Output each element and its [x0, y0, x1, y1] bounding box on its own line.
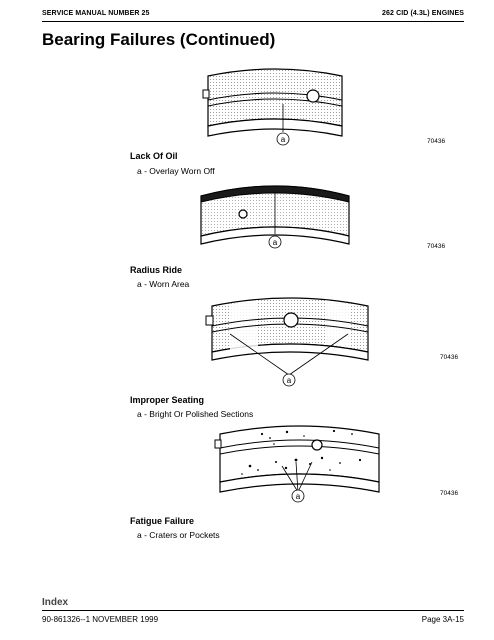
callout-a: a: [281, 135, 286, 144]
index-link[interactable]: Index: [42, 597, 69, 608]
header-rule: [42, 21, 464, 23]
figure-number: 70436: [427, 243, 446, 250]
caption-radius-ride: Radius Ride: [130, 265, 183, 275]
callout-a: a: [287, 376, 292, 385]
bearing-figure-improper-seating: a: [200, 290, 380, 388]
caption-improper-seating: Improper Seating: [130, 395, 205, 405]
legend-item: a - Overlay Worn Off: [137, 166, 215, 176]
footer-rule: [42, 610, 464, 611]
callout-a: a: [296, 492, 301, 501]
footer-document-number: 90-861326--1 NOVEMBER 1999: [42, 615, 159, 624]
legend-item: a - Bright Or Polished Sections: [137, 409, 254, 419]
footer-page-number: Page 3A-15: [421, 615, 464, 624]
header-manual-number: SERVICE MANUAL NUMBER 25: [42, 10, 150, 17]
bearing-figure-radius-ride: a: [195, 178, 355, 258]
figure-number: 70436: [427, 138, 446, 145]
figure-number: 70436: [440, 490, 459, 497]
bearing-figure-fatigue-failure: a: [212, 418, 387, 510]
caption-fatigue-failure: Fatigue Failure: [130, 516, 195, 526]
header-engine: 262 CID (4.3L) ENGINES: [382, 10, 464, 17]
legend-item: a - Worn Area: [137, 279, 190, 289]
figure-number: 70436: [440, 354, 459, 361]
bearing-figure-lack-of-oil: a: [200, 66, 350, 150]
callout-a: a: [273, 238, 278, 247]
legend-item: a - Craters or Pockets: [137, 530, 220, 540]
caption-lack-of-oil: Lack Of Oil: [130, 151, 178, 161]
page-title: Bearing Failures (Continued): [42, 30, 276, 49]
